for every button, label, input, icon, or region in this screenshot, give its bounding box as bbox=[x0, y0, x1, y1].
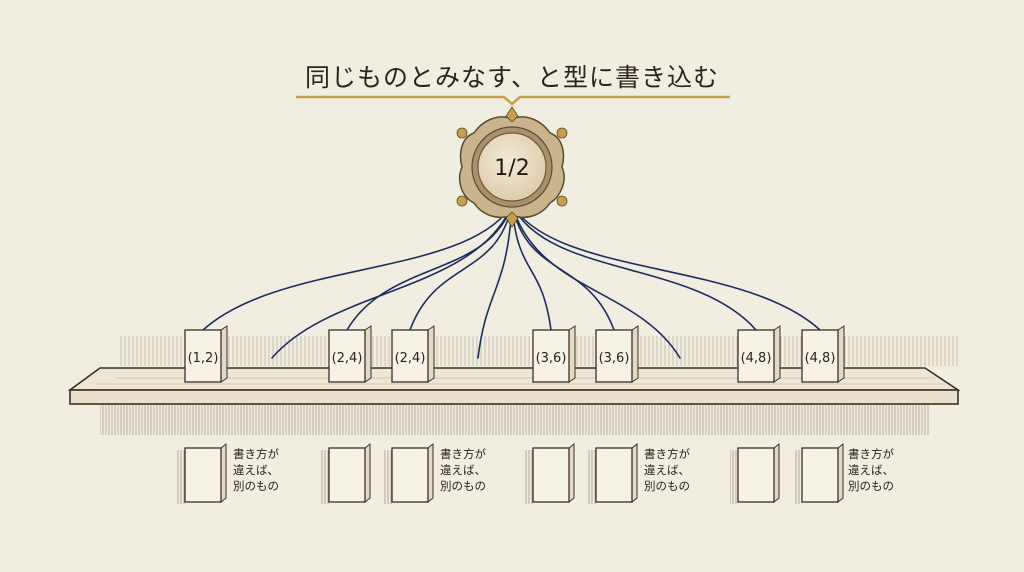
plain-box-front bbox=[391, 447, 429, 503]
plain-box bbox=[525, 442, 575, 504]
plain-box-shadow bbox=[588, 450, 596, 504]
connector-line bbox=[202, 204, 513, 331]
caption-line-1: 書き方が bbox=[848, 447, 894, 461]
plain-box-shadow bbox=[794, 450, 802, 504]
caption-line-3: 別のもの bbox=[848, 479, 894, 493]
caption-line-1: 書き方が bbox=[440, 447, 486, 461]
plain-box-side bbox=[631, 442, 638, 504]
medallion-top-ornament bbox=[505, 106, 519, 123]
plain-box-side bbox=[773, 442, 780, 504]
plain-box-side bbox=[364, 442, 371, 504]
pair-box-side bbox=[220, 325, 228, 383]
title-underline bbox=[296, 95, 730, 106]
pair-box: (3,6) bbox=[532, 325, 576, 383]
caption-group-3: 書き方が 違えば、 別のもの bbox=[644, 446, 724, 494]
pair-box-front bbox=[391, 329, 429, 383]
connector-line bbox=[511, 204, 615, 331]
pair-box-front bbox=[595, 329, 633, 383]
pair-box-front bbox=[532, 329, 570, 383]
plain-box-shadow bbox=[321, 450, 329, 504]
pair-label: (1,2) bbox=[188, 351, 219, 366]
pair-box-front bbox=[328, 329, 366, 383]
pair-box: (1,2) bbox=[184, 325, 228, 383]
plain-box-side bbox=[568, 442, 575, 504]
pair-box: (4,8) bbox=[737, 325, 781, 383]
pair-box-side bbox=[773, 325, 781, 383]
caption-line-2: 違えば、 bbox=[644, 463, 690, 477]
medallion-left-ornament bbox=[456, 127, 468, 139]
caption-group-4: 書き方が 違えば、 別のもの bbox=[848, 446, 928, 494]
pair-box-side bbox=[631, 325, 639, 383]
medallion: 1/2 bbox=[456, 106, 568, 228]
pair-box: (3,6) bbox=[595, 325, 639, 383]
caption-group-2: 書き方が 違えば、 別のもの bbox=[440, 446, 520, 494]
medallion-value: 1/2 bbox=[494, 156, 529, 181]
plain-box-front bbox=[737, 447, 775, 503]
connector-line bbox=[511, 204, 821, 331]
medallion-right-ornament bbox=[556, 127, 568, 139]
caption-line-3: 別のもの bbox=[440, 479, 486, 493]
caption-line-1: 書き方が bbox=[644, 447, 690, 461]
medallion-right-ornament-low bbox=[556, 195, 568, 207]
plain-box bbox=[177, 442, 227, 504]
shelf bbox=[67, 367, 961, 435]
plain-box-front bbox=[328, 447, 366, 503]
plain-box bbox=[588, 442, 638, 504]
caption-line-1: 書き方が bbox=[233, 447, 279, 461]
pair-label: (4,8) bbox=[741, 351, 772, 366]
plain-box-shadow bbox=[177, 450, 185, 504]
plain-box-front bbox=[184, 447, 222, 503]
plain-box bbox=[794, 442, 844, 504]
plain-box-front bbox=[532, 447, 570, 503]
caption-line-2: 違えば、 bbox=[440, 463, 486, 477]
plain-box-side bbox=[837, 442, 844, 504]
pair-box-side bbox=[568, 325, 576, 383]
connector-line bbox=[346, 204, 513, 331]
pair-box: (2,4) bbox=[328, 325, 372, 383]
diagram-title: 同じものとみなす、と型に書き込む bbox=[304, 63, 719, 92]
connector-line bbox=[271, 204, 513, 359]
pair-label: (2,4) bbox=[395, 351, 426, 366]
lower-boxes bbox=[177, 442, 844, 504]
plain-box bbox=[384, 442, 434, 504]
plain-box-shadow bbox=[525, 450, 533, 504]
pair-box-side bbox=[837, 325, 845, 383]
pair-label: (2,4) bbox=[332, 351, 363, 366]
caption-line-2: 違えば、 bbox=[848, 463, 894, 477]
connector-line bbox=[409, 204, 513, 331]
caption-line-3: 別のもの bbox=[644, 479, 690, 493]
pair-box-front bbox=[801, 329, 839, 383]
caption-line-3: 別のもの bbox=[233, 479, 279, 493]
plain-box-front bbox=[595, 447, 633, 503]
caption-line-2: 違えば、 bbox=[233, 463, 279, 477]
plain-box bbox=[730, 442, 780, 504]
pair-box-side bbox=[364, 325, 372, 383]
pair-label: (3,6) bbox=[599, 351, 630, 366]
plain-box bbox=[321, 442, 371, 504]
pair-box: (4,8) bbox=[801, 325, 845, 383]
connector-line bbox=[511, 204, 681, 359]
pair-box-front bbox=[184, 329, 222, 383]
pair-box-front bbox=[737, 329, 775, 383]
medallion-left-ornament-low bbox=[456, 195, 468, 207]
plain-box-side bbox=[220, 442, 227, 504]
caption-group-1: 書き方が 違えば、 別のもの bbox=[233, 446, 313, 494]
shelf-boxes: (1,2) (2,4) (2,4) (3,6) (3,6) (4,8) (4,8) bbox=[184, 325, 845, 383]
plain-box-side bbox=[427, 442, 434, 504]
plain-box-front bbox=[801, 447, 839, 503]
connector-line bbox=[511, 204, 757, 331]
connector-line bbox=[511, 204, 552, 331]
plain-box-shadow bbox=[384, 450, 392, 504]
connector-lines bbox=[202, 204, 821, 359]
pair-box: (2,4) bbox=[391, 325, 435, 383]
pair-label: (4,8) bbox=[805, 351, 836, 366]
medallion-bottom-ornament bbox=[505, 211, 519, 228]
connector-line bbox=[477, 204, 513, 359]
pair-box-side bbox=[427, 325, 435, 383]
plain-box-shadow bbox=[730, 450, 738, 504]
pair-label: (3,6) bbox=[536, 351, 567, 366]
